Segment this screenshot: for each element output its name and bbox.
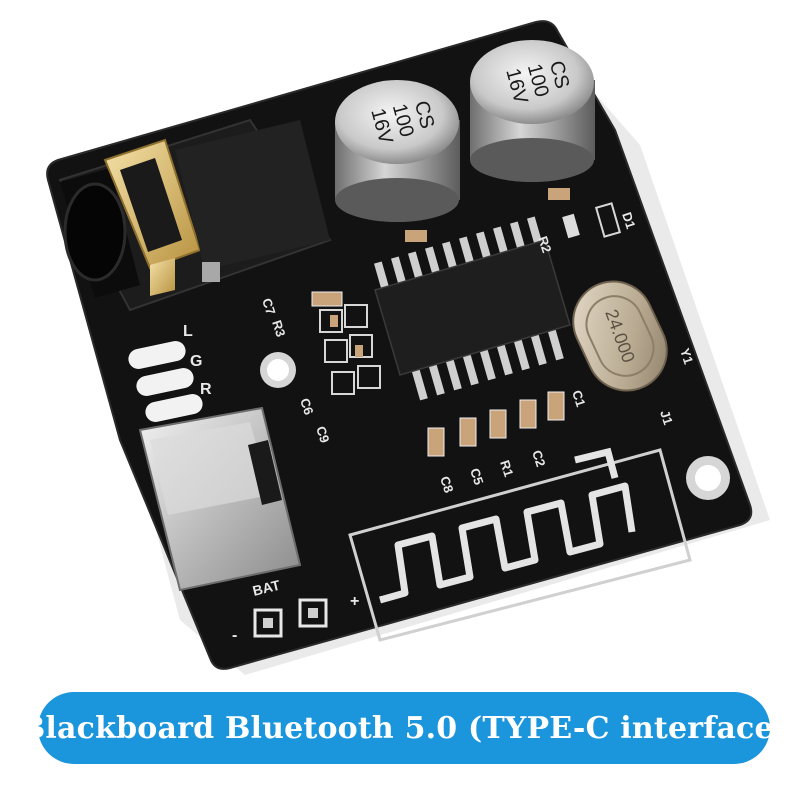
label-bat: BAT (251, 577, 282, 599)
usb-c-connector (138, 406, 302, 592)
label-plus: + (350, 593, 359, 610)
label-c9: C9 (313, 424, 332, 444)
mounting-hole-right (686, 456, 730, 500)
antenna (348, 447, 692, 642)
mounting-hole-left (260, 352, 296, 388)
label-l: L (183, 323, 193, 340)
label-c2: C2 (529, 448, 548, 468)
main-ic-chip (374, 216, 571, 401)
label-d1: D1 (619, 210, 638, 230)
label-c7: C7 (259, 296, 278, 316)
silkscreen-labels: L G R C7 R3 C6 C9 R2 D1 Y1 J1 C1 C8 C5 R… (183, 210, 696, 644)
label-c1: C1 (569, 388, 588, 408)
capacitor-left: CS 100 16V (335, 80, 460, 222)
smd-components (202, 188, 622, 457)
label-minus: - (232, 627, 237, 644)
label-c5: C5 (467, 466, 486, 486)
audio-jack (58, 118, 332, 312)
label-c6: C6 (297, 396, 316, 416)
label-j1: J1 (657, 408, 676, 426)
label-r3: R3 (269, 318, 288, 338)
caption-text: Blackboard Bluetooth 5.0 (TYPE-C interfa… (19, 710, 789, 746)
capacitor-right: CS 100 16V (470, 40, 595, 182)
battery-pads (253, 598, 328, 638)
label-r: R (200, 381, 212, 398)
lgr-solder-pads (128, 341, 203, 422)
caption-banner: Blackboard Bluetooth 5.0 (TYPE-C interfa… (20, 692, 788, 764)
label-r2: R2 (535, 234, 554, 254)
label-r1: R1 (497, 458, 516, 478)
label-g: G (190, 353, 202, 370)
label-y1: Y1 (677, 346, 696, 366)
crystal-oscillator: 24.000 (572, 280, 668, 392)
label-c8: C8 (437, 474, 456, 494)
